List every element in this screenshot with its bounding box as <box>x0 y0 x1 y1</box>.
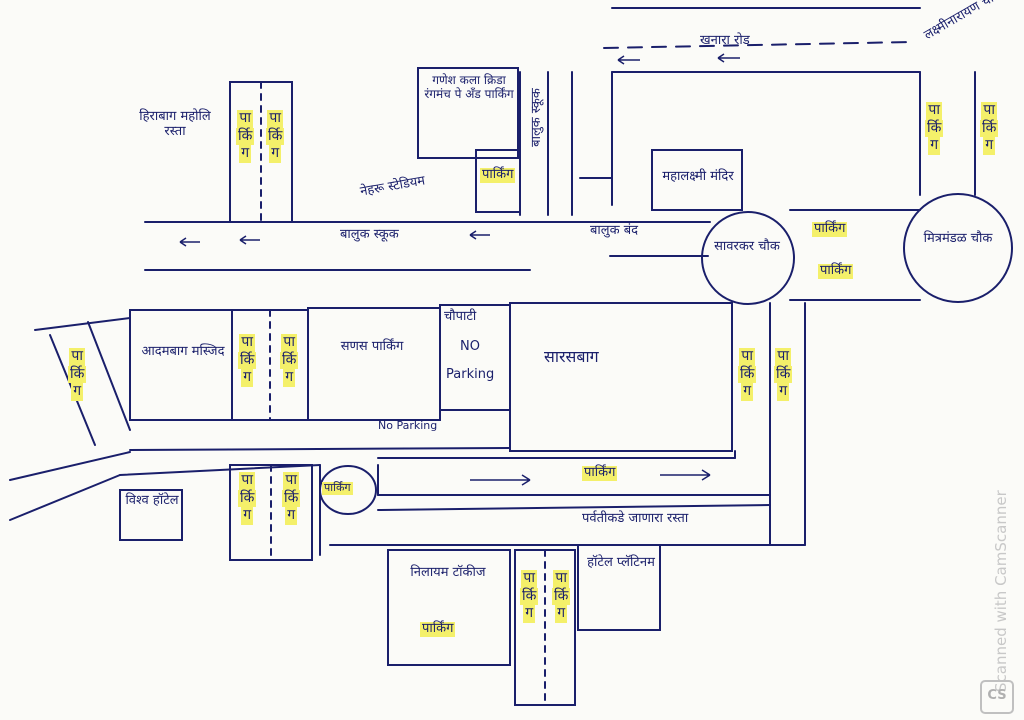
sanal-parking-label: सणस पार्किंग <box>340 339 404 354</box>
camscanner-watermark: Scanned with CamScanner CS <box>976 490 1020 714</box>
hirabag-parking-col1: पार्किग <box>236 110 255 163</box>
saras-parking-col2: पार्किग <box>774 348 793 401</box>
adamsbag-label: आदमबाग मस्जिद <box>141 344 225 359</box>
balukhand-band-label: बालुक बंद <box>590 223 639 238</box>
mitramandal-chowk-label: मित्रमंडळ चौक <box>923 231 993 246</box>
hirabag-road-label: हिराबाग महोलि रस्ता <box>139 109 211 139</box>
savarkar-mitra-parking-top: पार्किंग <box>812 221 848 237</box>
mahalaxmi-label: महालक्ष्मी मंदिर <box>662 169 734 184</box>
saras-baug-block <box>509 302 733 452</box>
platinum-shape <box>577 544 661 631</box>
ganesh-kala-parking-shape <box>475 149 521 213</box>
savarkar-chowk-label: सावरकर चौक <box>714 239 780 254</box>
saras-baug-label: सारसबाग <box>544 347 599 366</box>
adamsbag-road-top <box>34 317 131 331</box>
mitramandal-chowk-circle <box>903 193 1013 303</box>
no-parking-label: No Parking <box>378 419 438 432</box>
road-centerline-khanar <box>603 41 911 49</box>
nilayam-label: निलायम टॉकीज <box>410 565 486 580</box>
parvati-road-label: पर्वतीकडे जाणारा रस्ता <box>582 511 689 526</box>
nilayam-shape <box>387 549 511 666</box>
watermark-text: Scanned with CamScanner <box>992 490 1010 692</box>
oval-parking-shape <box>319 465 377 515</box>
ganesh-kala-label: गणेश कला क्रिडा रंगमंच पे अँड पार्किंग <box>424 73 514 101</box>
temple-parking-col2: पार्किग <box>980 102 999 155</box>
chopati-no-label: NO <box>460 339 480 354</box>
chopati-label: चौपाटी <box>444 309 477 324</box>
savarkar-chowk-circle <box>701 211 795 305</box>
traffic-arrows <box>179 53 740 486</box>
nilayam-parking-col1: पार्किग <box>520 570 539 623</box>
balukhand-vertical-label: बालुक स्कूक <box>528 88 544 147</box>
camscanner-logo-icon: CS <box>980 680 1014 714</box>
nilayam-parking-col2: पार्किग <box>552 570 571 623</box>
mahalaxmi-temple-shape <box>651 149 743 211</box>
temple-parking-col1: पार्किग <box>925 102 944 155</box>
lower-left-parking-col1: पार्किग <box>238 472 257 525</box>
adamsbag-road-parking: पार्किग <box>68 348 87 401</box>
ganesh-kala-shape <box>417 67 519 159</box>
hirabag-parking-col2: पार्किग <box>266 110 285 163</box>
ganesh-kala-parking-label: पार्किंग <box>480 167 516 183</box>
balukhand-road-label: बालुक स्कूक <box>340 227 399 242</box>
chopati-parking-label: Parking <box>446 367 495 382</box>
adamsbag-parking-col1: पार्किग <box>238 334 257 387</box>
nilayam-parking-label: पार्किंग <box>420 621 456 637</box>
sanal-block <box>307 307 441 421</box>
vishwa-hotel-label: विश्व हॉटेल <box>125 493 179 508</box>
lower-left-parking-col2: पार्किग <box>282 472 301 525</box>
savarkar-mitra-parking-bottom: पार्किंग <box>818 263 854 279</box>
khanar-road-label: खनारा रोड <box>700 33 750 48</box>
vishwa-hotel-shape <box>119 489 183 541</box>
saras-road-parking-label: पार्किंग <box>582 465 618 481</box>
adamsbag-parking-col2: पार्किग <box>280 334 299 387</box>
oval-parking-label: पार्किंग <box>322 481 353 495</box>
saras-parking-col1: पार्किग <box>738 348 757 401</box>
hotel-platinum-label: हॉटेल प्लॅटिनम <box>587 555 655 570</box>
